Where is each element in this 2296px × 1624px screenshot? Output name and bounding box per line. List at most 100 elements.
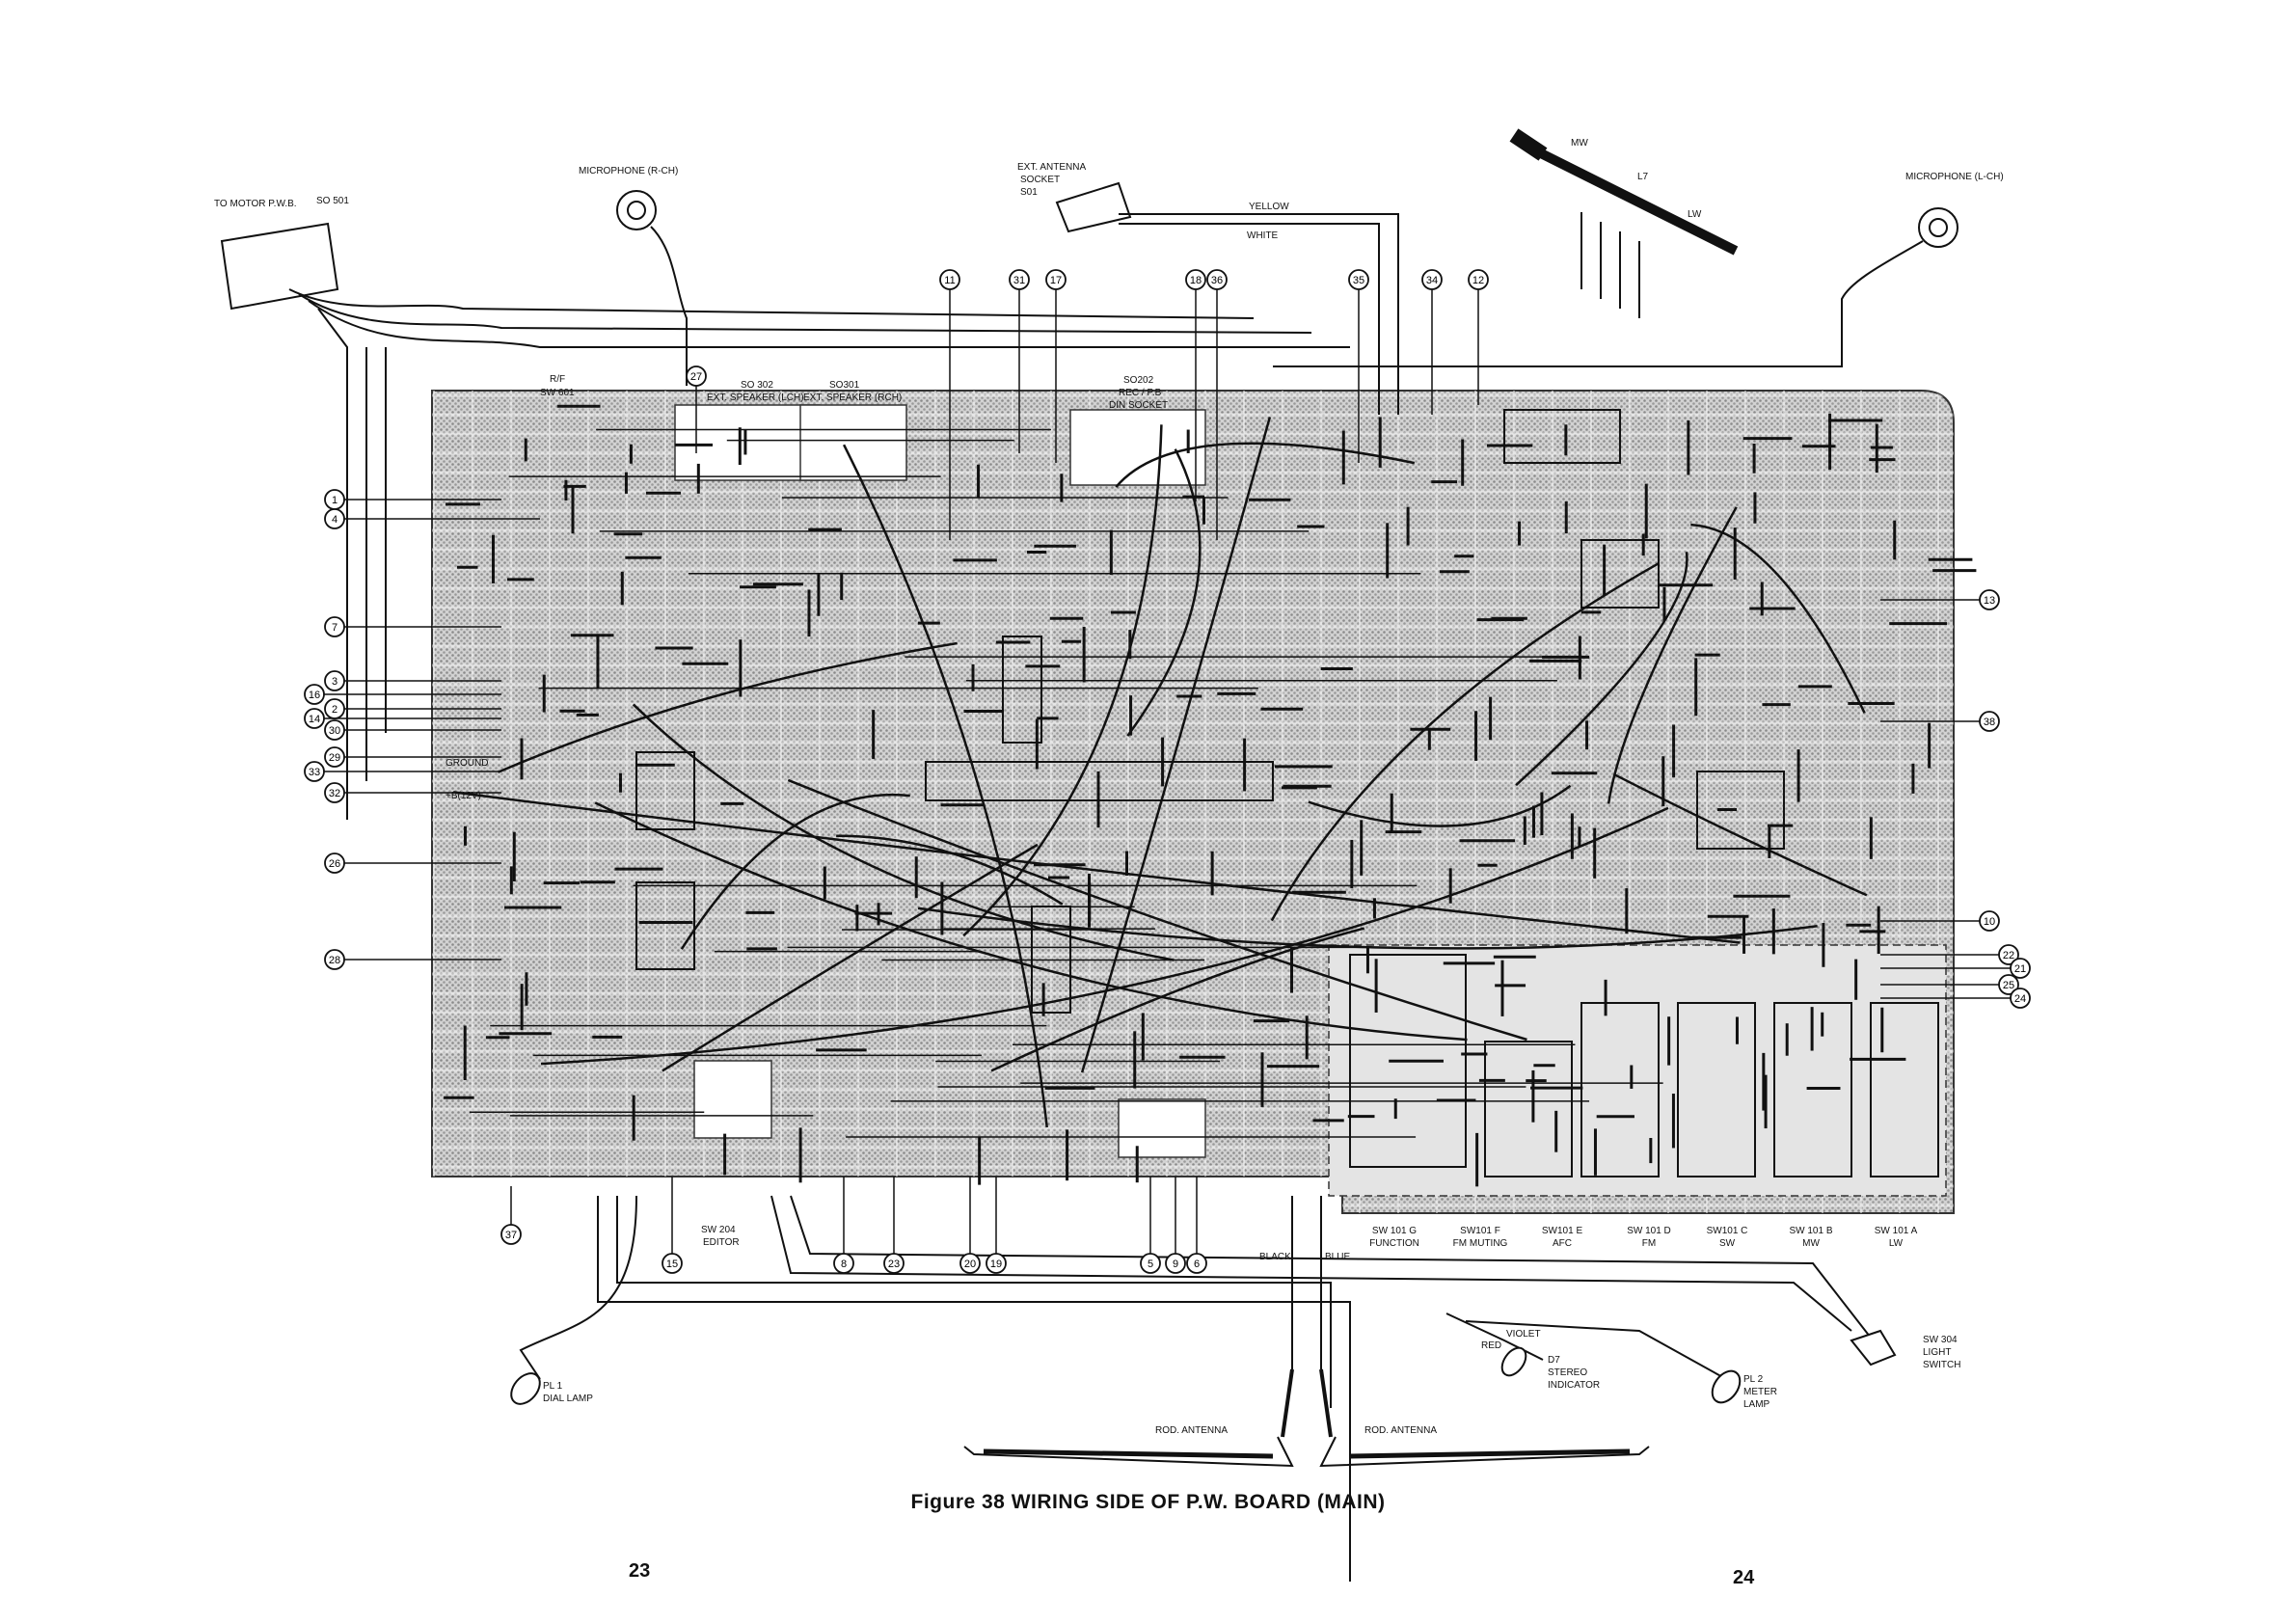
terminal-7: 7	[324, 616, 501, 637]
terminal-14: 14	[304, 708, 501, 729]
svg-text:20: 20	[964, 1259, 976, 1270]
label-sw101d-2: FM	[1641, 1238, 1657, 1249]
label-black: BLACK	[1259, 1252, 1291, 1262]
svg-text:8: 8	[841, 1259, 847, 1270]
label-so501: SO 501	[316, 196, 349, 206]
terminal-19: 19	[986, 1177, 1007, 1274]
label-sw601: SW 601	[540, 388, 575, 398]
svg-text:11: 11	[944, 275, 955, 286]
terminal-25: 25	[1880, 974, 2019, 995]
svg-text:22: 22	[2003, 950, 2014, 961]
svg-text:21: 21	[2014, 963, 2026, 975]
page-number-left: 23	[629, 1560, 651, 1582]
label-mic-l: MICROPHONE (L-ch)	[1905, 172, 2004, 182]
svg-text:25: 25	[2003, 980, 2014, 991]
figure-caption: Figure 38 WIRING SIDE OF P.W. BOARD (MAI…	[910, 1491, 1386, 1513]
terminal-6: 6	[1186, 1177, 1207, 1274]
terminal-8: 8	[833, 1177, 854, 1274]
svg-text:13: 13	[1984, 595, 1995, 607]
svg-text:19: 19	[990, 1259, 1002, 1270]
svg-text:36: 36	[1211, 275, 1223, 286]
label-d7-2: STEREO	[1548, 1367, 1588, 1378]
terminal-23: 23	[883, 1177, 905, 1274]
label-sw101d-1: SW 101 D	[1627, 1226, 1671, 1236]
svg-text:6: 6	[1194, 1259, 1200, 1270]
svg-text:1: 1	[332, 495, 338, 506]
terminal-16: 16	[304, 684, 501, 705]
terminal-5: 5	[1140, 1177, 1161, 1274]
svg-text:10: 10	[1984, 916, 1995, 928]
terminal-30: 30	[324, 719, 501, 741]
svg-text:34: 34	[1426, 275, 1438, 286]
svg-text:24: 24	[2014, 993, 2026, 1005]
svg-text:2: 2	[332, 704, 338, 716]
label-rod-antenna-left: ROD. ANTENNA	[1155, 1425, 1229, 1436]
terminal-27: 27	[686, 365, 707, 453]
label-d7-3: INDICATOR	[1548, 1380, 1601, 1391]
svg-text:35: 35	[1353, 275, 1364, 286]
label-so302-1: SO 302	[741, 380, 773, 391]
label-sw304-3: SWITCH	[1923, 1360, 1961, 1370]
label-sw101e-2: AFC	[1553, 1238, 1572, 1249]
terminal-3: 3	[324, 670, 501, 691]
terminal-29: 29	[324, 746, 501, 768]
svg-text:18: 18	[1190, 275, 1202, 286]
label-sw101e-1: SW101 E	[1541, 1226, 1583, 1236]
terminal-4: 4	[324, 508, 540, 529]
terminal-1: 1	[324, 489, 501, 510]
label-rf: R/F	[550, 374, 566, 385]
label-sw101g-1: SW 101 G	[1371, 1226, 1418, 1236]
terminal-22: 22	[1880, 944, 2019, 965]
svg-text:5: 5	[1148, 1259, 1153, 1270]
label-mw-coil: MW	[1571, 138, 1588, 149]
label-sw204-1: SW 204	[701, 1225, 736, 1235]
label-pl2-3: LAMP	[1743, 1399, 1770, 1410]
label-sw204-2: EDITOR	[703, 1237, 740, 1248]
svg-text:9: 9	[1173, 1259, 1178, 1270]
label-ext-antenna-1: EXT. ANTENNA	[1017, 162, 1087, 173]
svg-text:37: 37	[505, 1230, 517, 1241]
label-pl2-1: PL 2	[1743, 1374, 1764, 1385]
terminal-34: 34	[1421, 269, 1443, 415]
label-sw304-1: SW 304	[1923, 1335, 1958, 1345]
label-ext-antenna-2: SOCKET	[1020, 175, 1061, 185]
label-so202-3: DIN SOCKET	[1109, 400, 1169, 411]
svg-text:30: 30	[329, 725, 340, 737]
label-pl1-2: DIAL LAMP	[543, 1394, 593, 1404]
svg-text:7: 7	[332, 622, 338, 634]
label-rod-antenna-right: ROD. ANTENNA	[1364, 1425, 1438, 1436]
label-plus12v: +B(12V)	[446, 791, 481, 801]
label-sw101c-2: SW	[1718, 1238, 1736, 1249]
label-blue: BLUE	[1325, 1252, 1351, 1262]
terminal-2: 2	[324, 698, 501, 719]
svg-text:31: 31	[1013, 275, 1025, 286]
component-blocks	[635, 409, 1939, 1177]
label-d7-1: D7	[1548, 1355, 1560, 1366]
terminal-13: 13	[1880, 589, 2000, 610]
svg-text:23: 23	[888, 1259, 900, 1270]
terminal-26: 26	[324, 853, 501, 874]
board-traces	[444, 404, 1977, 1187]
svg-text:38: 38	[1984, 717, 1995, 728]
svg-text:26: 26	[329, 858, 340, 870]
label-so202-2: REC / P.B	[1119, 388, 1162, 398]
terminal-32: 32	[324, 782, 501, 803]
label-sw101c-1: SW101 C	[1706, 1226, 1748, 1236]
terminal-31: 31	[1009, 269, 1030, 453]
svg-text:16: 16	[309, 690, 320, 701]
terminal-11: 11	[939, 269, 960, 540]
terminal-33: 33	[304, 761, 501, 782]
label-sw304-2: LIGHT	[1923, 1347, 1952, 1358]
terminal-36: 36	[1206, 269, 1228, 540]
label-sw101a-2: LW	[1888, 1238, 1904, 1249]
label-ground: GROUND	[446, 758, 489, 769]
label-so302-2: EXT. SPEAKER (Lch)	[707, 392, 804, 403]
label-so202-1: SO202	[1123, 375, 1154, 386]
terminal-28: 28	[324, 949, 501, 970]
terminal-35: 35	[1348, 269, 1369, 463]
svg-text:28: 28	[329, 955, 340, 966]
label-lw-coil: LW	[1688, 209, 1702, 220]
label-sw101b-2: MW	[1802, 1238, 1820, 1249]
